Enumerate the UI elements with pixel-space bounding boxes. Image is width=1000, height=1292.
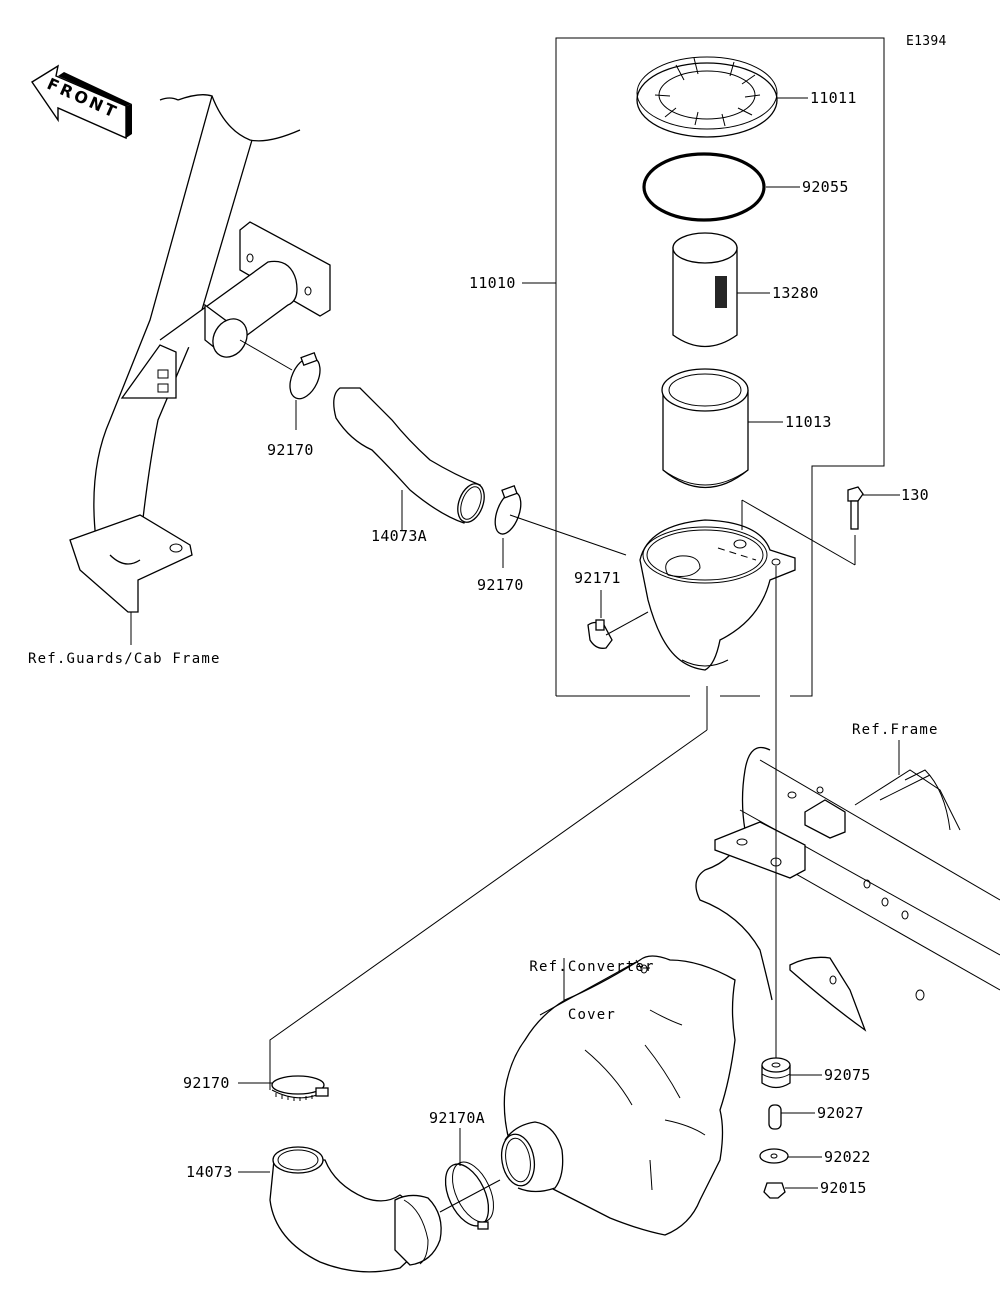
clamp-92170-upper-left-drawing	[289, 352, 321, 430]
cap-11011-drawing	[636, 56, 808, 138]
duct-14073A-drawing	[333, 387, 485, 530]
part-label-130[interactable]: 130	[901, 486, 929, 504]
part-label-11011[interactable]: 11011	[810, 89, 857, 107]
clamp-92170-lower-drawing	[238, 1075, 329, 1101]
part-label-92027[interactable]: 92027	[817, 1104, 864, 1122]
ref-label-converter-cover-line1: Ref.Converter	[529, 959, 655, 975]
part-label-92171[interactable]: 92171	[574, 569, 621, 587]
element-13280-drawing	[672, 232, 770, 348]
assembly-bracket-11010	[269, 37, 885, 1090]
part-label-92022[interactable]: 92022	[824, 1148, 871, 1166]
part-label-11010[interactable]: 11010	[469, 274, 516, 292]
part-label-14073[interactable]: 14073	[186, 1163, 233, 1181]
ref-label-frame[interactable]: Ref.Frame	[852, 722, 939, 738]
bolt-130-drawing	[741, 486, 900, 566]
part-label-11013[interactable]: 11013	[785, 413, 832, 431]
frame-drawing	[695, 740, 1000, 1032]
clamp-92170-upper-right-drawing	[494, 485, 627, 568]
part-label-92170-upper-right[interactable]: 92170	[477, 576, 524, 594]
part-label-92170-upper-left[interactable]: 92170	[267, 441, 314, 459]
duct-14073-drawing	[238, 1146, 442, 1273]
oring-92055-drawing	[642, 152, 800, 222]
clamp-92170A-drawing	[439, 1128, 501, 1230]
part-label-92075[interactable]: 92075	[824, 1066, 871, 1084]
converter-cover-drawing	[500, 955, 736, 1236]
part-label-14073A[interactable]: 14073A	[371, 527, 427, 545]
part-label-13280[interactable]: 13280	[772, 284, 819, 302]
part-label-92015[interactable]: 92015	[820, 1179, 867, 1197]
element-11013-drawing	[661, 368, 783, 489]
clip-92171-drawing	[587, 590, 649, 649]
front-arrow-icon	[31, 64, 132, 140]
ref-label-converter-cover-line2: Cover	[567, 1007, 617, 1023]
ref-label-converter-cover[interactable]: Ref.Converter Cover	[522, 927, 662, 1039]
mounting-parts-drawing	[759, 700, 822, 1199]
front-direction-indicator: FRONT	[30, 64, 140, 144]
diagram-code: E1394	[906, 34, 947, 49]
air-cleaner-case-drawing	[639, 500, 796, 700]
guards-cab-frame-drawing	[69, 94, 331, 645]
part-label-92055[interactable]: 92055	[802, 178, 849, 196]
part-label-92170A[interactable]: 92170A	[429, 1109, 485, 1127]
part-label-92170-lower[interactable]: 92170	[183, 1074, 230, 1092]
ref-label-guards-cab-frame[interactable]: Ref.Guards/Cab Frame	[28, 651, 221, 667]
